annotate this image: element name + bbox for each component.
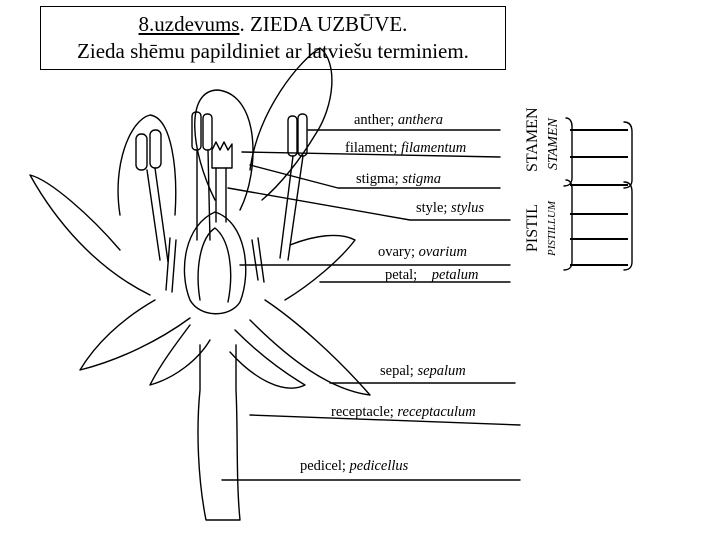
- label-petal: petal; petalum: [385, 267, 478, 284]
- label-receptacle: receptacle; receptaculum: [331, 404, 476, 421]
- label-stigma-la: stigma: [402, 171, 441, 187]
- stamen-bracket: [563, 117, 573, 187]
- answer-line-stamen-2[interactable]: [570, 156, 628, 158]
- task-heading: . ZIEDA UZBŪVE.: [239, 12, 408, 36]
- ovary-inner: [197, 227, 232, 303]
- label-ovary-la: ovarium: [418, 244, 468, 260]
- label-ovary-en: ovary;: [378, 244, 416, 260]
- label-sepal: sepal; sepalum: [380, 363, 466, 380]
- label-stigma: stigma; stigma: [356, 171, 441, 188]
- task-number: 8.uzdevums: [138, 12, 240, 36]
- label-filament-en: filament;: [345, 140, 398, 156]
- group-stamen-en: STAMEN: [524, 107, 541, 173]
- title-box: 8.uzdevums. ZIEDA UZBŪVE. Zieda shēmu pa…: [40, 6, 506, 70]
- answer-line-pistil-2[interactable]: [570, 238, 628, 240]
- answer-line-stamen-3[interactable]: [570, 184, 628, 186]
- label-petal-la: petalum: [431, 267, 479, 283]
- filament-right: [279, 155, 304, 261]
- lower-petal-right: [249, 299, 371, 396]
- label-filament: filament; filamentum: [345, 140, 466, 157]
- petal-left: [29, 174, 151, 296]
- anther-right-1: [287, 115, 298, 157]
- group-pistil-la: PISTILLUM: [546, 200, 558, 256]
- label-pedicel: pedicel; pedicellus: [300, 458, 408, 475]
- back-petal-right: [249, 47, 333, 201]
- label-receptacle-en: receptacle;: [331, 404, 394, 420]
- pistil-bracket: [563, 179, 573, 271]
- leader-stigma: [249, 164, 501, 189]
- back-petal-mid: [117, 114, 177, 216]
- style: [215, 167, 227, 223]
- stigma: [211, 141, 233, 169]
- anther-left-1: [135, 133, 148, 171]
- label-anther-en: anther;: [354, 112, 395, 128]
- front-stamen: [165, 237, 265, 293]
- task-instruction: Zieda shēmu papildiniet ar latviešu term…: [77, 39, 469, 63]
- title-heading: 8.uzdevums. ZIEDA UZBŪVE.: [41, 11, 505, 38]
- filament-center: [196, 149, 211, 241]
- sepal-left: [149, 324, 211, 386]
- label-sepal-la: sepalum: [417, 363, 466, 379]
- leader-filament: [241, 151, 501, 158]
- label-ovary: ovary; ovarium: [378, 244, 467, 261]
- label-pedicel-en: pedicel;: [300, 458, 346, 474]
- anther-center-2: [202, 113, 213, 151]
- anther-left-2: [149, 129, 162, 169]
- group-pistil-en: PISTIL: [524, 204, 541, 252]
- answer-line-pistil-3[interactable]: [570, 264, 628, 266]
- group-stamen-la: STAMEN: [546, 118, 561, 170]
- ovary: [183, 211, 247, 315]
- back-petal-left: [194, 89, 254, 211]
- label-anther: anther; anthera: [354, 112, 443, 129]
- sepal-right: [229, 329, 306, 389]
- label-pedicel-la: pedicellus: [349, 458, 409, 474]
- label-style-en: style;: [416, 200, 448, 216]
- answer-bracket-bottom: [623, 181, 633, 271]
- label-style: style; stylus: [416, 200, 484, 217]
- label-style-la: stylus: [451, 200, 485, 216]
- label-stigma-en: stigma;: [356, 171, 399, 187]
- answer-bracket-top: [623, 121, 633, 189]
- answer-line-pistil-1[interactable]: [570, 213, 628, 215]
- pedicel: [197, 344, 241, 521]
- label-filament-la: filamentum: [400, 140, 467, 156]
- label-anther-la: anthera: [397, 112, 443, 128]
- lower-petal-left: [79, 299, 191, 371]
- leader-style: [227, 187, 511, 221]
- label-receptacle-la: receptaculum: [397, 404, 476, 420]
- petal-right: [284, 234, 356, 301]
- label-petal-en: petal;: [385, 267, 418, 283]
- leader-receptacle: [249, 414, 521, 426]
- answer-line-stamen-1[interactable]: [570, 129, 628, 131]
- label-sepal-en: sepal;: [380, 363, 414, 379]
- filament-left: [146, 167, 169, 263]
